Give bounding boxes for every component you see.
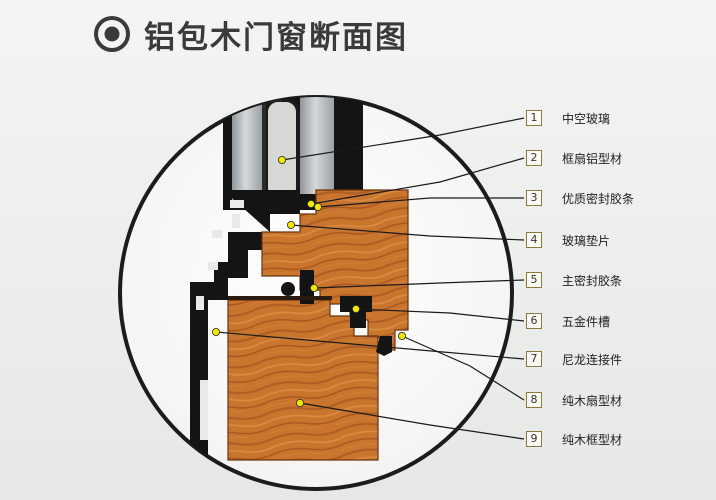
profile-drawing: [190, 97, 409, 489]
glass-spacer: [264, 98, 300, 202]
aluminum-rib-6: [200, 380, 208, 440]
marker-7: [211, 327, 220, 336]
legend-item-3: 3 优质密封胶条: [526, 189, 634, 207]
leader-lines: [215, 117, 525, 440]
legend-item-5: 5 主密封胶条: [526, 271, 622, 289]
legend-label-4: 玻璃垫片: [562, 233, 611, 248]
glass-pane-right: [300, 97, 334, 194]
legend-label-5: 主密封胶条: [562, 273, 623, 288]
legend-number-2: 2: [526, 150, 542, 166]
legend-label-8: 纯木扇型材: [562, 393, 623, 408]
marker-6: [351, 304, 360, 313]
leader-line-3: [317, 197, 524, 208]
glass-divider: [262, 97, 266, 202]
marker-9: [295, 398, 304, 407]
marker-4: [286, 220, 295, 229]
legend-item-8: 8 纯木扇型材: [526, 391, 622, 409]
legend-label-3: 优质密封胶条: [562, 191, 635, 206]
nylon-connector: [376, 336, 392, 356]
aluminum-rib-1: [230, 200, 244, 208]
legend-number-1: 1: [526, 110, 542, 126]
aluminum-rib-2: [232, 214, 240, 228]
page-title: 铝包木门窗断面图: [144, 19, 408, 56]
marker-5: [309, 283, 318, 292]
frame-gap-line: [228, 296, 332, 300]
wood-frame-profile: [227, 299, 379, 461]
leader-line-5: [313, 279, 525, 289]
legend-number-6: 6: [526, 313, 542, 329]
leader-line-8: [401, 335, 525, 401]
legend-label-6: 五金件槽: [562, 314, 611, 329]
main-seal-bulb: [281, 282, 295, 296]
leader-line-6: [355, 308, 525, 322]
legend-item-4: 4 玻璃垫片: [526, 231, 610, 249]
marker-2: [306, 199, 315, 208]
legend-label-9: 纯木框型材: [562, 432, 623, 447]
legend-label-7: 尼龙连接件: [562, 352, 623, 367]
legend-number-4: 4: [526, 232, 542, 248]
leader-line-1: [281, 117, 525, 161]
marker-1: [277, 155, 286, 164]
legend-label-1: 中空玻璃: [562, 111, 611, 126]
part-markers: [211, 155, 406, 407]
leader-line-9: [299, 402, 525, 440]
legend-number-9: 9: [526, 431, 542, 447]
aluminum-rib-4: [208, 262, 218, 270]
legend-item-1: 1 中空玻璃: [526, 109, 610, 127]
header: 铝包木门窗断面图: [92, 10, 408, 58]
legend-number-3: 3: [526, 190, 542, 206]
legend-number-8: 8: [526, 392, 542, 408]
glass-pane-left: [232, 97, 262, 204]
legend-item-2: 2 框扇铝型材: [526, 149, 622, 167]
leader-line-7: [215, 331, 525, 360]
aluminum-rib-5: [196, 296, 204, 310]
legend-label-2: 框扇铝型材: [562, 151, 623, 166]
leader-line-2: [310, 157, 525, 205]
sash-seal-strip: [300, 270, 314, 304]
legend-item-9: 9 纯木框型材: [526, 430, 622, 448]
marker-8: [397, 331, 406, 340]
legend-item-7: 7 尼龙连接件: [526, 350, 622, 368]
marker-3: [313, 202, 322, 211]
legend-number-7: 7: [526, 351, 542, 367]
aluminum-rib-3: [212, 230, 222, 238]
legend-item-6: 6 五金件槽: [526, 312, 610, 330]
bullseye-icon: [94, 16, 130, 52]
legend-number-5: 5: [526, 272, 542, 288]
leader-line-4: [290, 224, 525, 241]
